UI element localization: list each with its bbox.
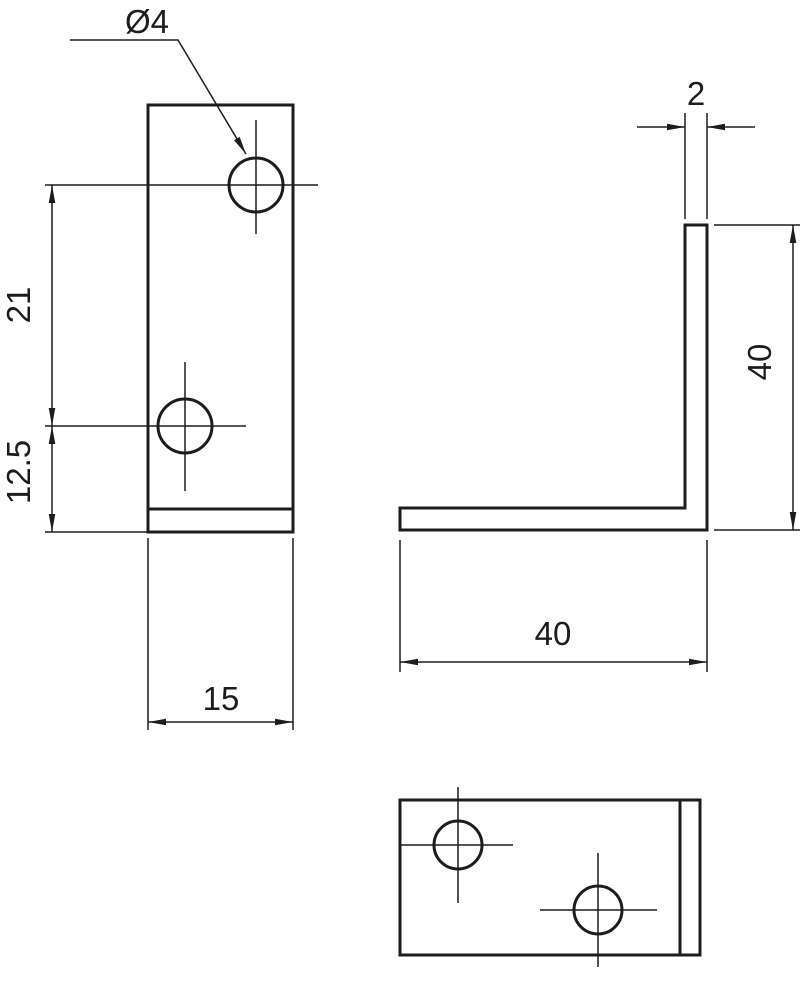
side-view xyxy=(398,223,709,532)
hole-diameter-leader-line xyxy=(70,39,247,155)
front-view-centerlines xyxy=(45,120,318,491)
bottom-view xyxy=(398,798,702,957)
dim-label-hole-spacing: 21 xyxy=(0,287,37,324)
side-l-profile-outline xyxy=(398,223,709,532)
front-plate-outline xyxy=(146,103,295,534)
dim-label-hole-diameter: Ø4 xyxy=(125,3,169,40)
dim-label-width: 15 xyxy=(203,680,240,717)
dim-label-length: 40 xyxy=(535,615,572,652)
bottom-view-centerlines xyxy=(400,787,657,967)
side-view-dimensions: 2 40 40 xyxy=(399,75,800,672)
dim-label-thickness: 2 xyxy=(687,75,705,112)
dim-label-height: 40 xyxy=(741,344,778,381)
dim-label-hole-bottom-offset: 12.5 xyxy=(0,440,37,504)
front-view-dimensions: Ø4 21 12.5 15 xyxy=(0,3,294,730)
bottom-plate-outline xyxy=(398,798,702,957)
front-view xyxy=(146,103,295,534)
